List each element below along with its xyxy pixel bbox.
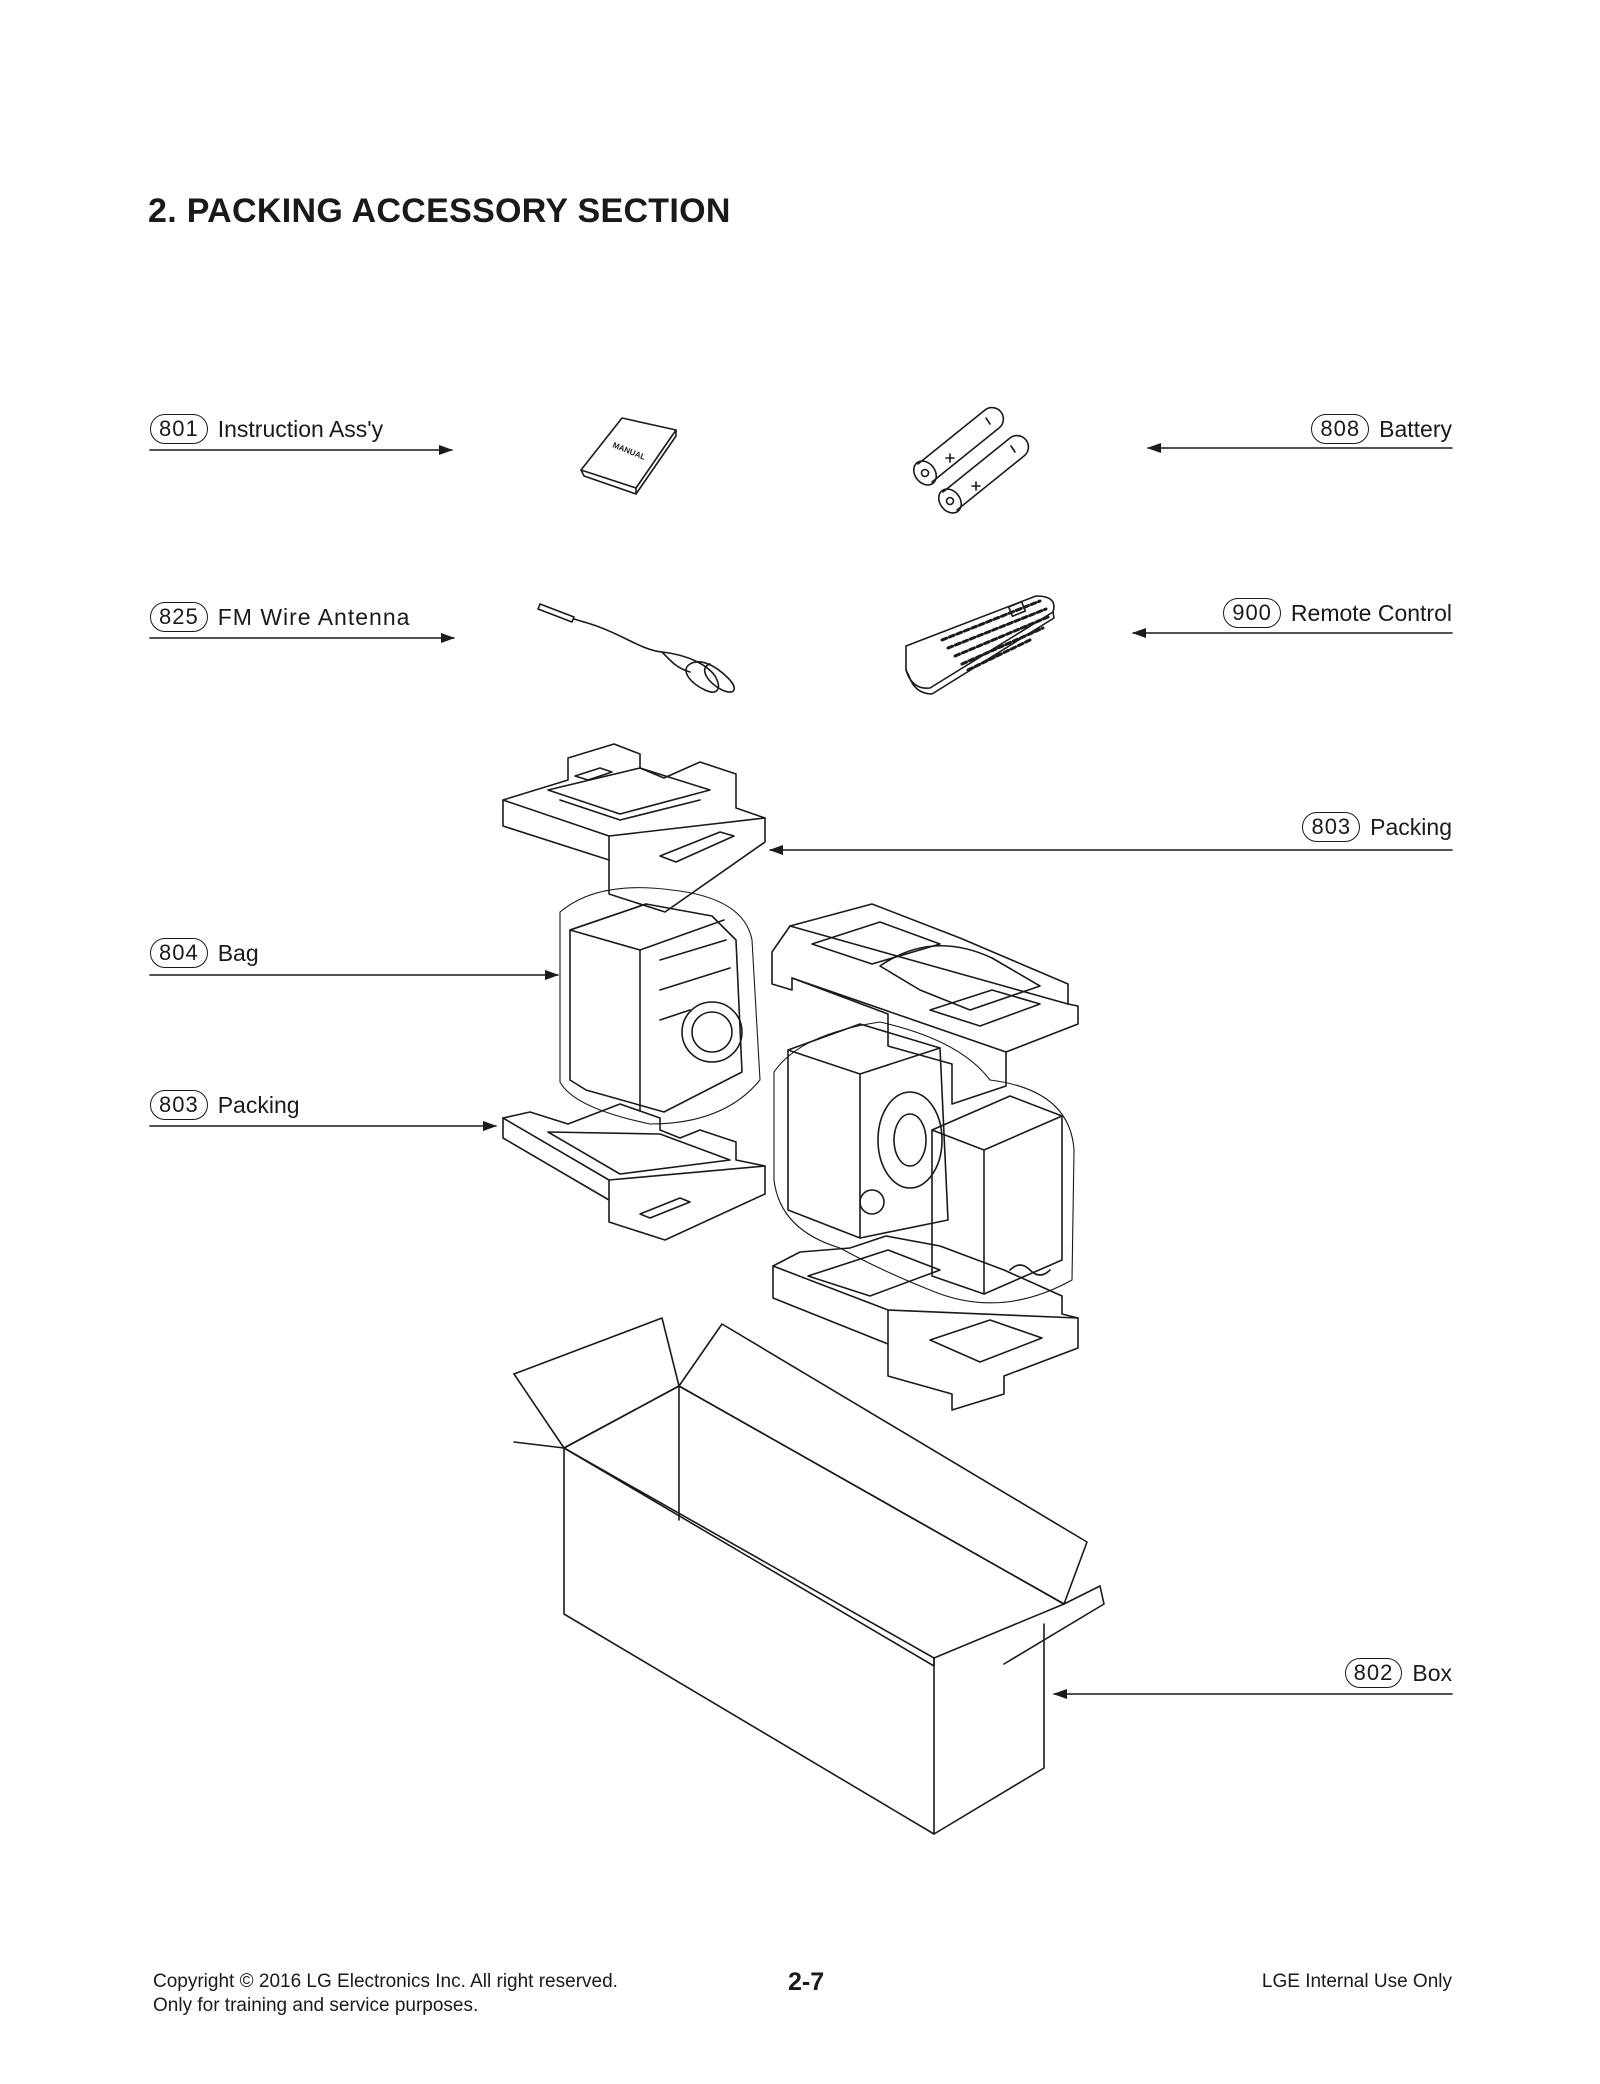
- callout-803-top: 803 Packing: [1302, 810, 1452, 844]
- part-number: 802: [1344, 1658, 1403, 1688]
- callout-825: 825 FM Wire Antenna: [150, 600, 410, 634]
- packing-bottom-left: [502, 1103, 766, 1241]
- packing-top-upper: [502, 743, 766, 913]
- copyright-line-1: Copyright © 2016 LG Electronics Inc. All…: [153, 1971, 618, 1992]
- footer-internal: LGE Internal Use Only: [1261, 1971, 1452, 1992]
- shipping-box: [513, 1317, 1105, 1835]
- footer-copyright: Copyright © 2016 LG Electronics Inc. All…: [153, 1970, 618, 2018]
- callout-900: 900 Remote Control: [1223, 596, 1452, 630]
- callout-808: 808 Battery: [1311, 412, 1452, 446]
- packing-top-right: [771, 903, 1079, 1105]
- manual-cover-text: MANUAL: [611, 441, 647, 462]
- part-number: 808: [1311, 414, 1370, 444]
- part-name: Remote Control: [1290, 599, 1452, 626]
- remote-control-icon: [905, 595, 1055, 695]
- part-number: 900: [1223, 598, 1281, 628]
- part-number: 801: [150, 414, 208, 444]
- callout-802: 802 Box: [1344, 1656, 1452, 1690]
- packing-bottom-right: [772, 1235, 1079, 1411]
- callout-801: 801 Instruction Ass'y: [150, 412, 383, 446]
- callout-803-bottom: 803 Packing: [150, 1088, 300, 1122]
- part-name: Box: [1412, 1659, 1452, 1686]
- part-name: Packing: [217, 1091, 300, 1118]
- page-number: 2-7: [788, 1968, 825, 1996]
- page-title: 2. PACKING ACCESSORY SECTION: [148, 192, 731, 230]
- part-name: Bag: [217, 939, 259, 966]
- callout-804: 804 Bag: [150, 936, 259, 970]
- part-name: Packing: [1370, 813, 1452, 840]
- main-unit-bagged: [559, 887, 761, 1125]
- battery-icon: [912, 406, 1030, 514]
- part-number: 825: [150, 602, 208, 632]
- part-number: 804: [150, 938, 208, 968]
- part-name: Instruction Ass'y: [217, 415, 384, 442]
- fm-antenna-icon: [537, 603, 735, 693]
- speakers-bagged: [773, 1021, 1075, 1304]
- manual-icon: MANUAL: [580, 417, 677, 495]
- part-number: 803: [1302, 812, 1361, 842]
- part-number: 803: [150, 1090, 208, 1120]
- copyright-line-2: Only for training and service purposes.: [153, 1995, 479, 2016]
- part-name: Battery: [1379, 415, 1452, 442]
- part-name: FM Wire Antenna: [217, 603, 411, 630]
